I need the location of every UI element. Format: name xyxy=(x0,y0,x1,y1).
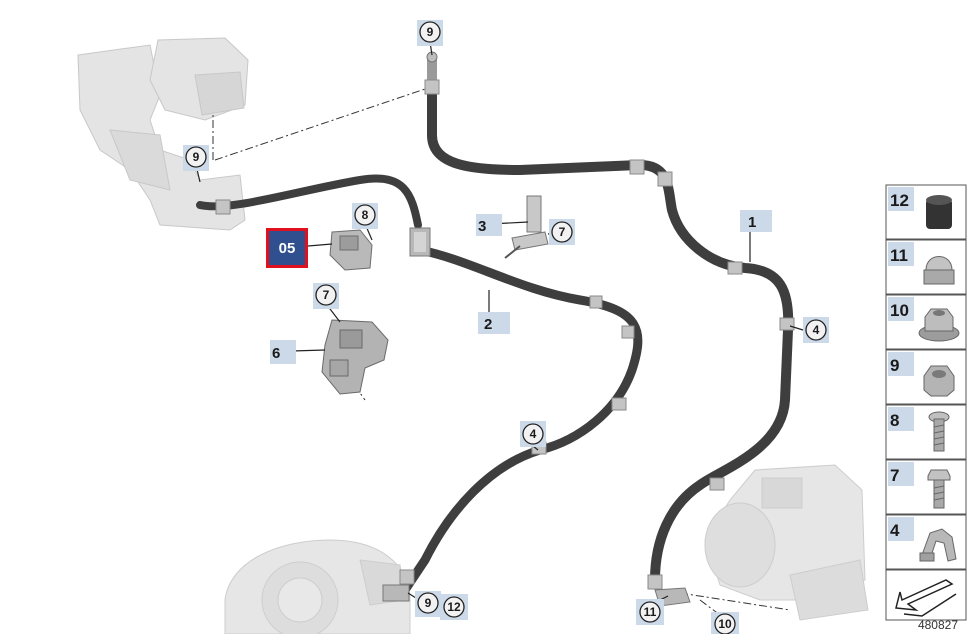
panel-item-8[interactable]: 8 xyxy=(885,404,967,460)
selected-part-label-05[interactable]: 05 xyxy=(266,228,308,268)
panel-item-12[interactable]: 12 xyxy=(885,184,967,240)
clip-icon xyxy=(919,528,957,562)
cable-1 xyxy=(427,80,794,585)
cap-icon xyxy=(926,195,952,229)
screw-icon xyxy=(928,411,950,452)
cable-2-connector xyxy=(409,227,431,257)
panel-item-11[interactable]: 11 xyxy=(885,239,967,295)
panel-item-10[interactable]: 10 xyxy=(885,294,967,350)
callout-12-bottom[interactable]: 12 xyxy=(440,594,468,620)
part-label-1[interactable]: 1 xyxy=(740,210,772,232)
callout-4-mid[interactable]: 4 xyxy=(520,421,546,447)
cable-sleeves xyxy=(215,79,795,590)
svg-text:9: 9 xyxy=(193,150,200,164)
callout-7-left[interactable]: 7 xyxy=(313,283,339,309)
svg-text:8: 8 xyxy=(890,411,899,430)
callout-7-mid[interactable]: 7 xyxy=(549,219,575,245)
arrow-icon xyxy=(895,579,957,617)
starter-motor-ghost xyxy=(704,464,869,621)
battery-distribution-box-ghost xyxy=(77,37,249,231)
svg-text:9: 9 xyxy=(427,25,434,39)
svg-text:4: 4 xyxy=(813,323,820,337)
svg-text:7: 7 xyxy=(559,225,566,239)
cable-1-top-terminal xyxy=(426,51,438,87)
reference-lines xyxy=(212,87,791,616)
holder-6 xyxy=(321,319,389,395)
svg-text:8: 8 xyxy=(362,208,369,222)
callout-9-left[interactable]: 9 xyxy=(183,145,209,171)
callout-10-bottom[interactable]: 10 xyxy=(711,612,739,634)
panel-item-4[interactable]: 4 xyxy=(885,514,967,570)
svg-text:4: 4 xyxy=(890,521,900,540)
svg-text:2: 2 xyxy=(484,316,492,333)
svg-text:6: 6 xyxy=(272,345,280,362)
svg-text:11: 11 xyxy=(890,246,908,265)
callout-11-bottom[interactable]: 11 xyxy=(636,599,664,625)
svg-text:9: 9 xyxy=(890,356,899,375)
callout-9-bottom[interactable]: 9 xyxy=(415,591,441,617)
svg-text:3: 3 xyxy=(478,218,486,235)
part-label-3[interactable]: 3 xyxy=(476,214,502,236)
svg-text:7: 7 xyxy=(323,288,330,302)
svg-text:12: 12 xyxy=(447,600,461,614)
svg-text:12: 12 xyxy=(890,191,909,210)
hex-nut-icon xyxy=(923,365,955,397)
bracket-3 xyxy=(504,195,549,259)
svg-text:11: 11 xyxy=(644,605,657,619)
svg-text:10: 10 xyxy=(890,301,909,320)
svg-text:4: 4 xyxy=(530,427,537,441)
callout-9-top[interactable]: 9 xyxy=(417,20,443,46)
diagram-id: 480827 xyxy=(917,618,958,632)
bolt-icon xyxy=(927,469,951,509)
part-label-6[interactable]: 6 xyxy=(270,340,296,364)
svg-text:9: 9 xyxy=(425,596,432,610)
svg-text:7: 7 xyxy=(890,466,899,485)
alternator-terminal xyxy=(382,584,410,602)
svg-text:1: 1 xyxy=(748,214,756,231)
callout-4-right[interactable]: 4 xyxy=(803,317,829,343)
alternator-ghost xyxy=(224,539,411,634)
cable-2 xyxy=(400,245,643,595)
svg-text:10: 10 xyxy=(718,617,732,631)
part-label-2[interactable]: 2 xyxy=(478,312,510,334)
panel-item-7[interactable]: 7 xyxy=(885,459,967,515)
acorn-nut-icon xyxy=(923,256,955,285)
panel-item-9[interactable]: 9 xyxy=(885,349,967,405)
flange-nut-icon xyxy=(918,308,960,342)
callout-8[interactable]: 8 xyxy=(352,203,378,229)
panel-nav-arrow[interactable] xyxy=(885,569,967,621)
cable-box-link xyxy=(196,174,422,229)
bracket-05 xyxy=(329,229,373,271)
small-parts-panel: 12 11 10 xyxy=(885,184,967,621)
